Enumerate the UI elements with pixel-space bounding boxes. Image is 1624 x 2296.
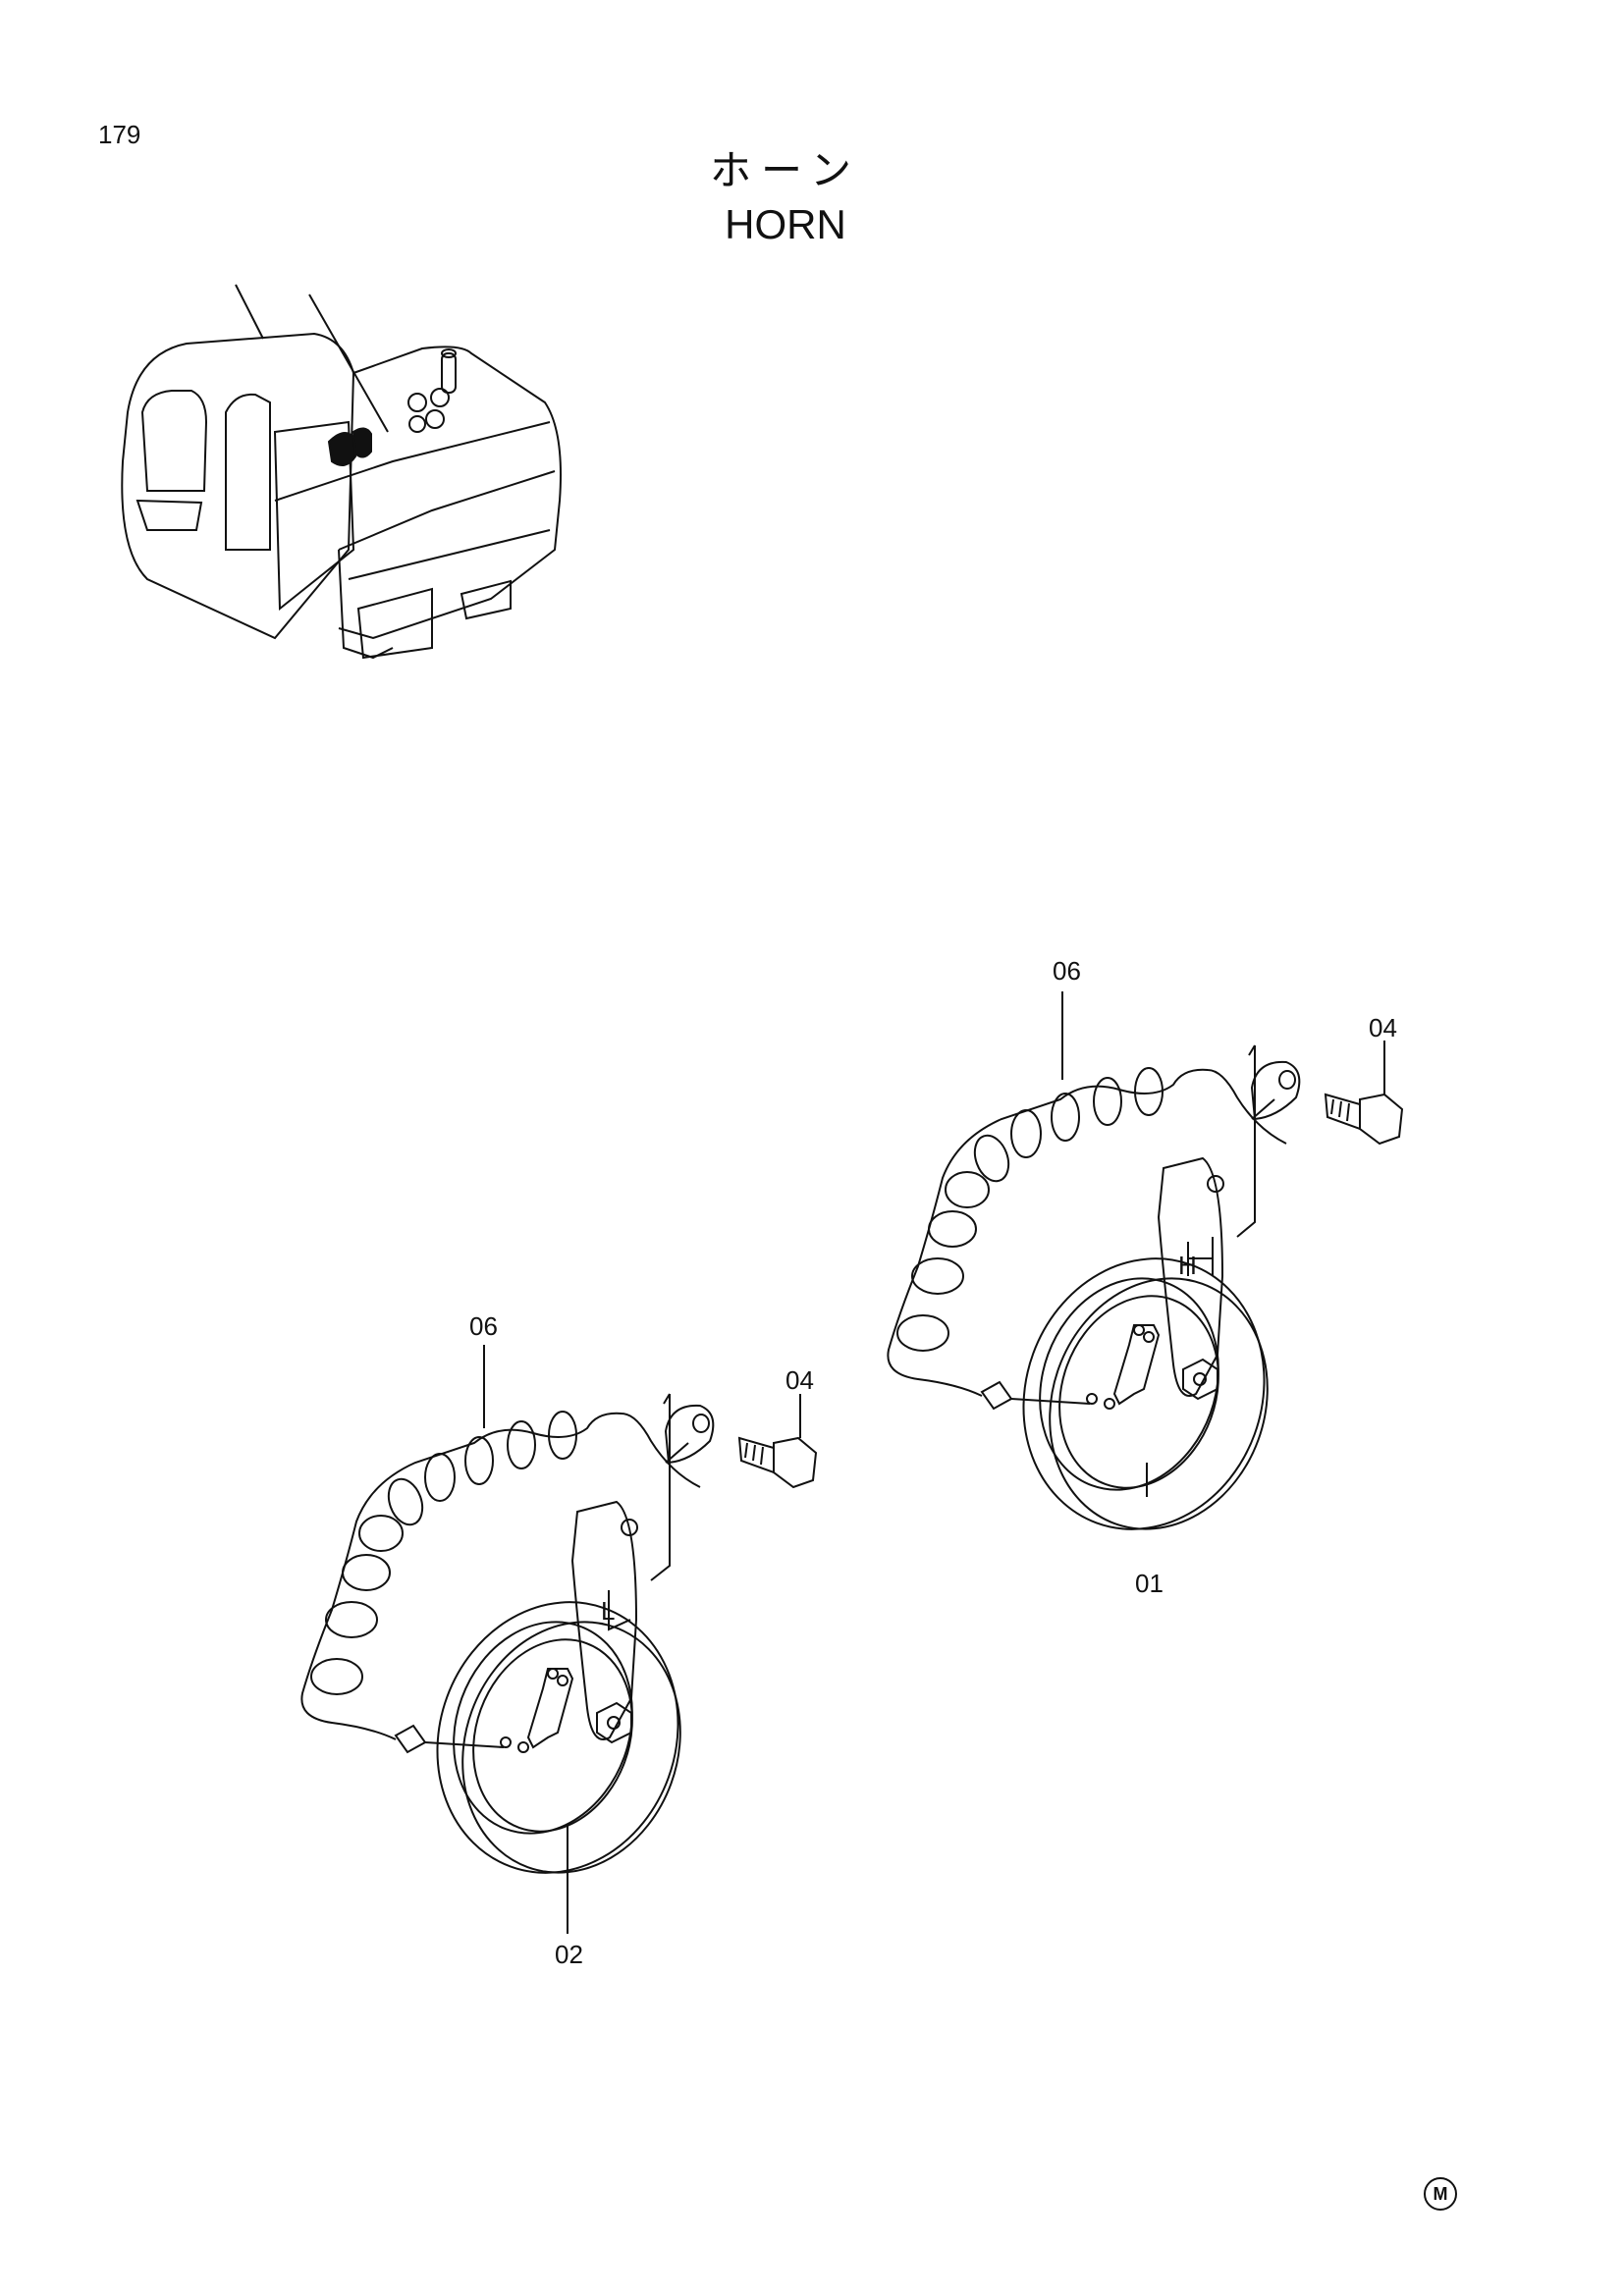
horn-icon: [1022, 1156, 1269, 1530]
callout-01: 01: [1135, 1569, 1164, 1598]
title-english: HORN: [725, 201, 846, 247]
horn-02-assembly: 06 04 02 L: [300, 1311, 818, 1969]
bracket-letter-h: H: [1178, 1251, 1197, 1280]
bracket-letter-l: L: [601, 1596, 615, 1626]
page-number: 179: [98, 120, 141, 149]
excavator-location-icon: [121, 284, 562, 660]
bolt-icon: [737, 1394, 818, 1489]
callout-06-lower: 06: [469, 1311, 498, 1341]
callout-02: 02: [555, 1940, 583, 1969]
callout-06-upper: 06: [1053, 956, 1081, 986]
title-japanese: ホーン: [710, 146, 861, 194]
callout-04-upper: 04: [1369, 1013, 1397, 1042]
coil-wire-icon: [887, 991, 1301, 1411]
circled-m-mark: M: [1424, 2177, 1457, 2211]
coil-wire-icon: [300, 1345, 715, 1754]
horn-01-assembly: 06 04 01 H: [887, 956, 1404, 1598]
callout-04-lower: 04: [785, 1365, 814, 1395]
bolt-icon: [1324, 1041, 1404, 1146]
horn-icon: [436, 1500, 681, 1934]
